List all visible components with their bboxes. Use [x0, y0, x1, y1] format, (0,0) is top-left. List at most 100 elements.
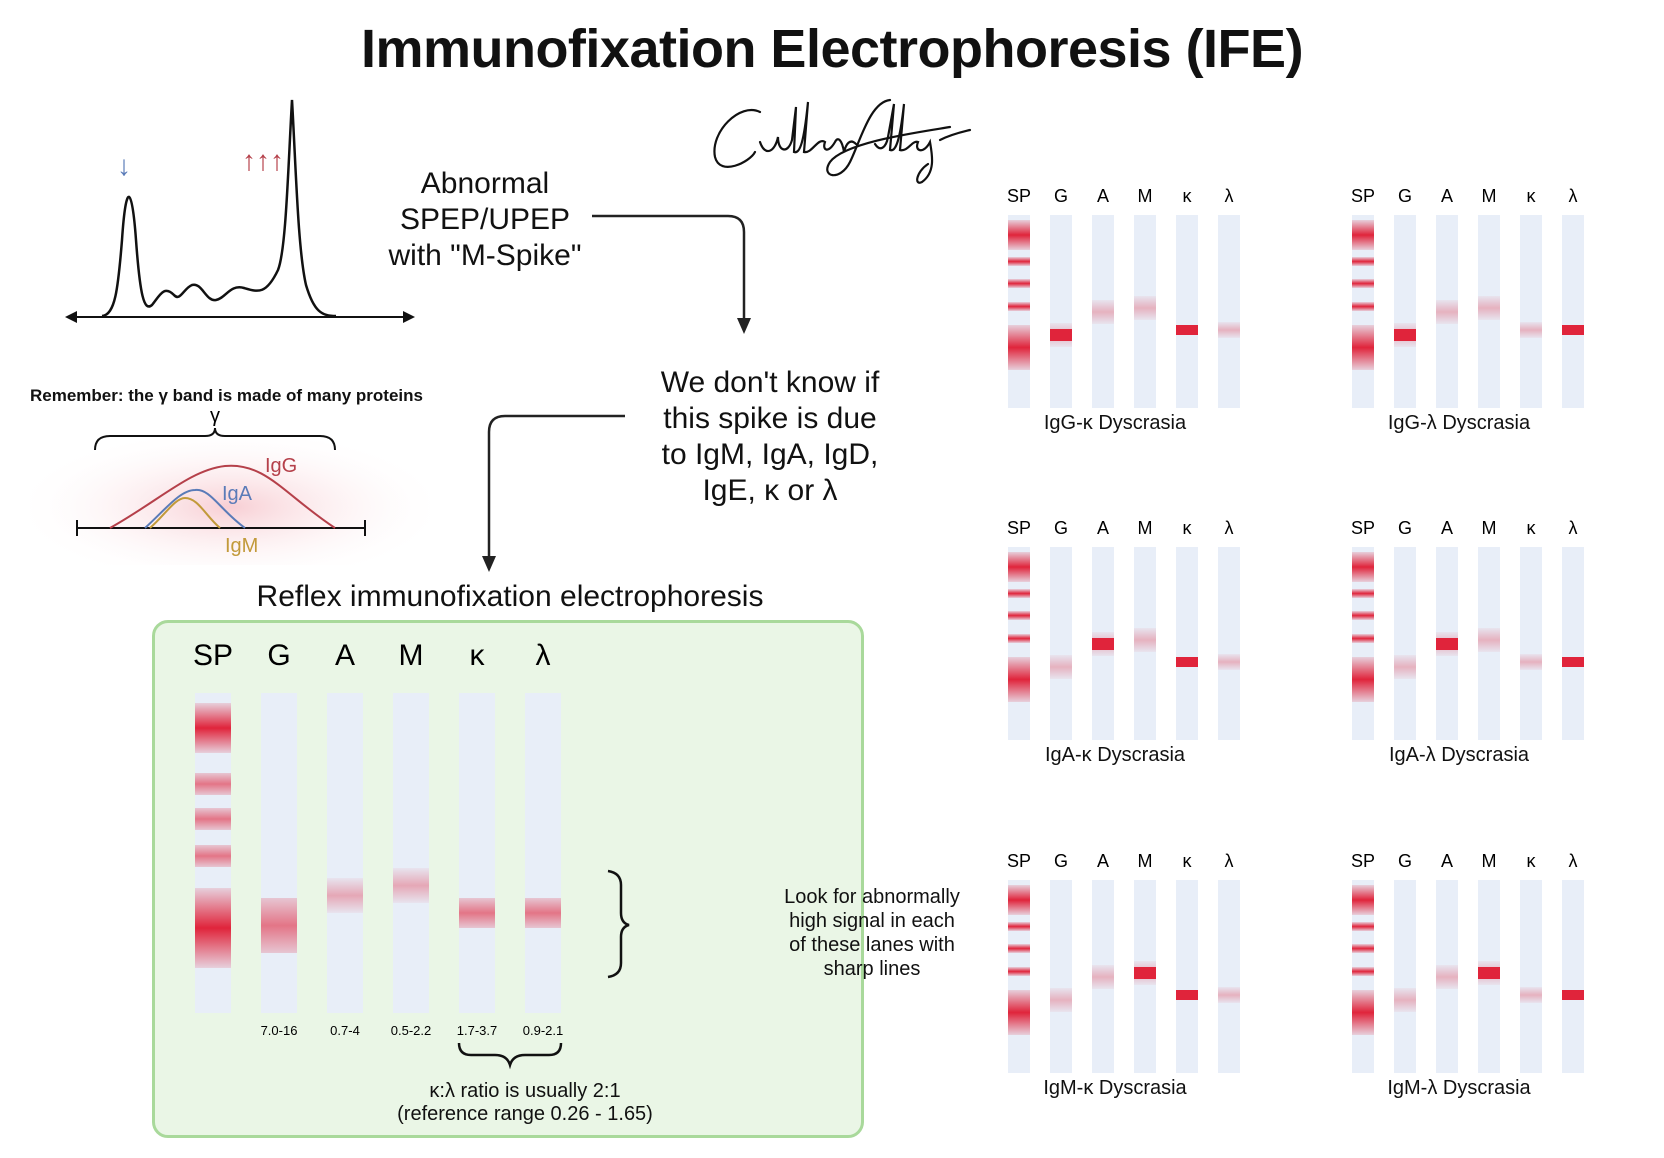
panel-light-faint — [1520, 654, 1542, 670]
up-arrows-icon: ↑↑↑ — [242, 145, 284, 176]
panel-lane-label: A — [1441, 518, 1453, 538]
reflex-ife-title: Reflex immunofixation electrophoresis — [256, 580, 764, 613]
panel-faint-band — [1436, 965, 1458, 989]
panel-lane — [1562, 880, 1584, 1073]
panel-lane-label: A — [1097, 518, 1109, 538]
panel-sp-band — [1008, 279, 1030, 288]
panel-sp-band — [1352, 967, 1374, 976]
abnormal-spep-text: Abnormal SPEP/UPEP with "M-Spike" — [388, 167, 582, 272]
iga-curve — [144, 488, 246, 529]
panel-sp-band — [1352, 922, 1374, 931]
panel-lane — [1394, 880, 1416, 1073]
panel-lane — [1134, 880, 1156, 1073]
gamma-symbol: γ — [210, 405, 220, 427]
panel-lane-label: κ — [1183, 186, 1193, 206]
arrow-head-down-2 — [482, 556, 496, 572]
panel-lane-label: κ — [1527, 186, 1537, 206]
panel-sp-band — [1352, 220, 1374, 250]
panel-lane — [1520, 547, 1542, 740]
big-lane-labels: SP G A M κ λ — [193, 639, 551, 672]
panel-sp-band — [1008, 257, 1030, 266]
igg-label: IgG — [265, 455, 297, 477]
panel-spike-band — [1478, 967, 1500, 979]
iga-label: IgA — [222, 483, 253, 505]
big-bands — [195, 703, 561, 968]
panel-faint-band — [1050, 655, 1072, 679]
ratio-brace — [457, 1042, 563, 1070]
panel-lane-label: SP — [1351, 851, 1375, 871]
panel-sp-band — [1008, 325, 1030, 370]
panel-spike-band — [1134, 967, 1156, 979]
panel-sp-band — [1008, 589, 1030, 598]
panel-lane — [1478, 880, 1500, 1073]
gamma-brace — [94, 427, 336, 451]
panel-sp-band — [1008, 922, 1030, 931]
arrow-to-reflex — [487, 414, 625, 558]
panel-lane — [1394, 215, 1416, 408]
panel-lane-label: G — [1054, 186, 1068, 206]
igm-label: IgM — [225, 535, 258, 557]
panel-sp-band — [1352, 325, 1374, 370]
reference-ranges: 7.0-16 0.7-4 0.5-2.2 1.7-3.7 0.9-2.1 — [261, 1023, 564, 1038]
panel-light-spike — [1562, 325, 1584, 335]
panel-lane — [1008, 547, 1030, 740]
panel-sp-band — [1352, 611, 1374, 620]
axis-arrow-left — [65, 311, 77, 323]
panel-sp-band — [1352, 302, 1374, 311]
panel-sp-band — [1008, 657, 1030, 702]
a-band — [327, 878, 363, 913]
lane-label-sp: SP — [193, 639, 233, 672]
panel-sp-band — [1008, 990, 1030, 1035]
panel-lane-label: M — [1482, 186, 1497, 206]
reflex-gel: SP G A M κ λ 7.0-16 — [193, 639, 630, 1070]
m-band — [393, 868, 429, 903]
panel-sp-band — [1352, 657, 1374, 702]
panel-lane — [1562, 547, 1584, 740]
panel-lane-label: G — [1398, 851, 1412, 871]
panel-lane-label: G — [1054, 518, 1068, 538]
panel-spike-band — [1436, 638, 1458, 650]
panel-lane-label: SP — [1351, 186, 1375, 206]
panel-lane-label: A — [1097, 851, 1109, 871]
panel-faint-band — [1134, 628, 1156, 652]
panel-sp-band — [1008, 885, 1030, 915]
panel-lane-label: λ — [1225, 186, 1234, 206]
panel-spike-band — [1394, 329, 1416, 341]
gel-lane-g — [261, 693, 297, 1013]
panel-lane — [1050, 880, 1072, 1073]
panel-lane — [1352, 547, 1374, 740]
range-g: 7.0-16 — [261, 1023, 298, 1038]
panel-faint-band — [1092, 300, 1114, 324]
gel-lane-a — [327, 693, 363, 1013]
ratio-note: κ:λ ratio is usually 2:1 (reference rang… — [397, 1080, 653, 1125]
g-band — [261, 898, 297, 953]
panel-sp-band — [1008, 302, 1030, 311]
lane-label-kappa: κ — [470, 639, 486, 672]
panel-sp-band — [1352, 279, 1374, 288]
panel-lane-label: A — [1441, 851, 1453, 871]
arrow-head-down-1 — [737, 318, 751, 334]
panel-lane-label: SP — [1351, 518, 1375, 538]
spep-trace — [101, 99, 337, 318]
panel-faint-band — [1050, 988, 1072, 1012]
unknown-spike-text: We don't know if this spike is due to Ig… — [660, 366, 880, 507]
panel-lane — [1352, 880, 1374, 1073]
lookfor-note: Look for abnormally high signal in each … — [784, 886, 960, 980]
sp-band-alpha1 — [195, 773, 231, 795]
panel-sp-band — [1352, 257, 1374, 266]
dyscrasia-caption: IgM-λ Dyscrasia — [1387, 1077, 1531, 1099]
panel-lane — [1092, 547, 1114, 740]
panel-light-spike — [1176, 657, 1198, 667]
panel-sp-band — [1352, 944, 1374, 953]
panel-lane-label: λ — [1569, 851, 1578, 871]
panel-light-faint — [1520, 322, 1542, 338]
panel-lane — [1520, 215, 1542, 408]
panel-lane-label: M — [1138, 518, 1153, 538]
sp-band-alpha2 — [195, 808, 231, 830]
panel-lane-label: M — [1138, 186, 1153, 206]
panel-sp-band — [1008, 611, 1030, 620]
panel-sp-band — [1008, 967, 1030, 976]
panel-lane-label: M — [1482, 851, 1497, 871]
